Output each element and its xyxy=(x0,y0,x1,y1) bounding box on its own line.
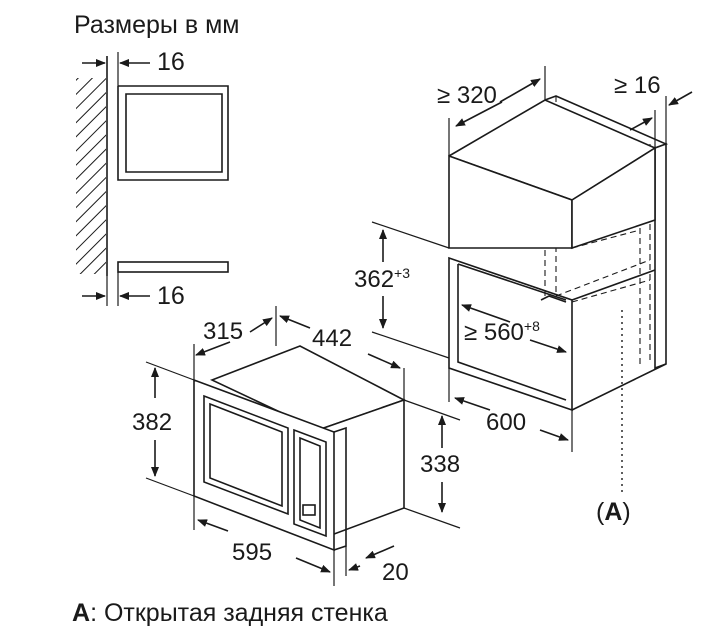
cabinet-outer-width: 600 xyxy=(486,409,526,436)
page-title: Размеры в мм xyxy=(74,11,239,39)
microwave-appliance: 315 442 382 338 595 20 xyxy=(132,306,461,586)
niche-height: 362+3 xyxy=(354,265,410,293)
door-window xyxy=(203,394,289,516)
upper-cabinet-side xyxy=(117,85,229,181)
cabinet-min-side: ≥ 16 xyxy=(614,72,661,99)
appliance-height: 382 xyxy=(132,409,172,436)
front-width: 595 xyxy=(232,539,272,566)
appliance-inner-height: 338 xyxy=(420,451,460,478)
open-back-marker: (A) xyxy=(596,498,631,526)
side-bottom-dimension: 16 xyxy=(157,282,185,310)
appliance-depth: 315 xyxy=(203,318,243,345)
front-depth: 20 xyxy=(382,559,409,586)
cabinet-niche: ≥ 320 ≥ 16 362+3 ≥ 560+8 600 (A) xyxy=(354,66,693,526)
footnote: A: Открытая задняя стенка xyxy=(72,599,388,627)
appliance-width: 442 xyxy=(312,325,352,352)
cabinet-min-depth: ≥ 320 xyxy=(437,82,497,109)
wall-hatch xyxy=(76,78,106,274)
cabinet-shelf xyxy=(117,261,229,273)
side-view: 16 16 xyxy=(76,48,229,310)
side-top-dimension: 16 xyxy=(157,48,185,76)
control-panel xyxy=(293,428,327,538)
niche-width: ≥ 560+8 xyxy=(464,318,540,346)
